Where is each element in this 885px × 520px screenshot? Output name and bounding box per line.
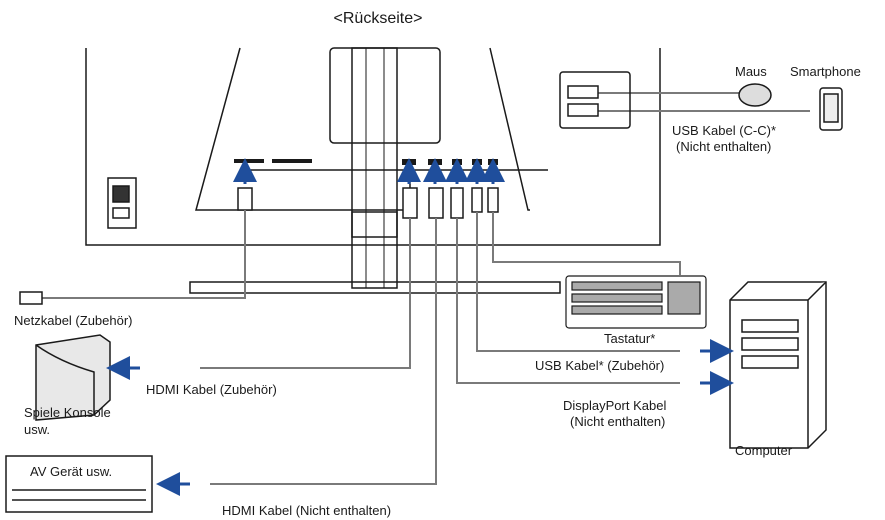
computer-icon xyxy=(729,281,827,449)
label-displayport: DisplayPort Kabel xyxy=(563,398,666,413)
cable-plugs xyxy=(237,187,499,219)
power-socket xyxy=(107,177,137,229)
output-arrows xyxy=(106,339,734,496)
av-device-icon xyxy=(5,455,153,513)
label-hdmi-zubehoer: HDMI Kabel (Zubehör) xyxy=(146,382,277,397)
power-plug xyxy=(19,291,43,305)
label-spiele-usw: usw. xyxy=(24,422,50,437)
keyboard-icon xyxy=(565,275,707,329)
label-maus: Maus xyxy=(735,64,767,79)
monitor-back xyxy=(85,47,661,294)
diagram-title: <Rückseite> xyxy=(334,10,423,27)
label-hdmi-nicht: HDMI Kabel (Nicht enthalten) xyxy=(222,503,391,518)
smartphone-icon xyxy=(819,87,843,131)
game-console-icon xyxy=(35,334,111,421)
label-displayport-note: (Nicht enthalten) xyxy=(570,414,665,429)
usb-side-panel xyxy=(559,71,631,129)
label-usb-cc-note: (Nicht enthalten) xyxy=(676,139,771,154)
label-tastatur: Tastatur* xyxy=(604,331,655,346)
label-usb-kabel: USB Kabel* (Zubehör) xyxy=(535,358,664,373)
label-av-geraet: AV Gerät usw. xyxy=(30,464,112,479)
label-smartphone: Smartphone xyxy=(790,64,861,79)
label-netzkabel: Netzkabel (Zubehör) xyxy=(14,313,133,328)
label-usb-cc: USB Kabel (C-C)* xyxy=(672,123,776,138)
mouse-icon xyxy=(738,83,772,107)
cables xyxy=(40,92,810,485)
label-computer: Computer xyxy=(735,443,793,458)
port-arrows xyxy=(233,158,505,184)
label-spiele-konsole: Spiele Konsole xyxy=(24,405,111,420)
